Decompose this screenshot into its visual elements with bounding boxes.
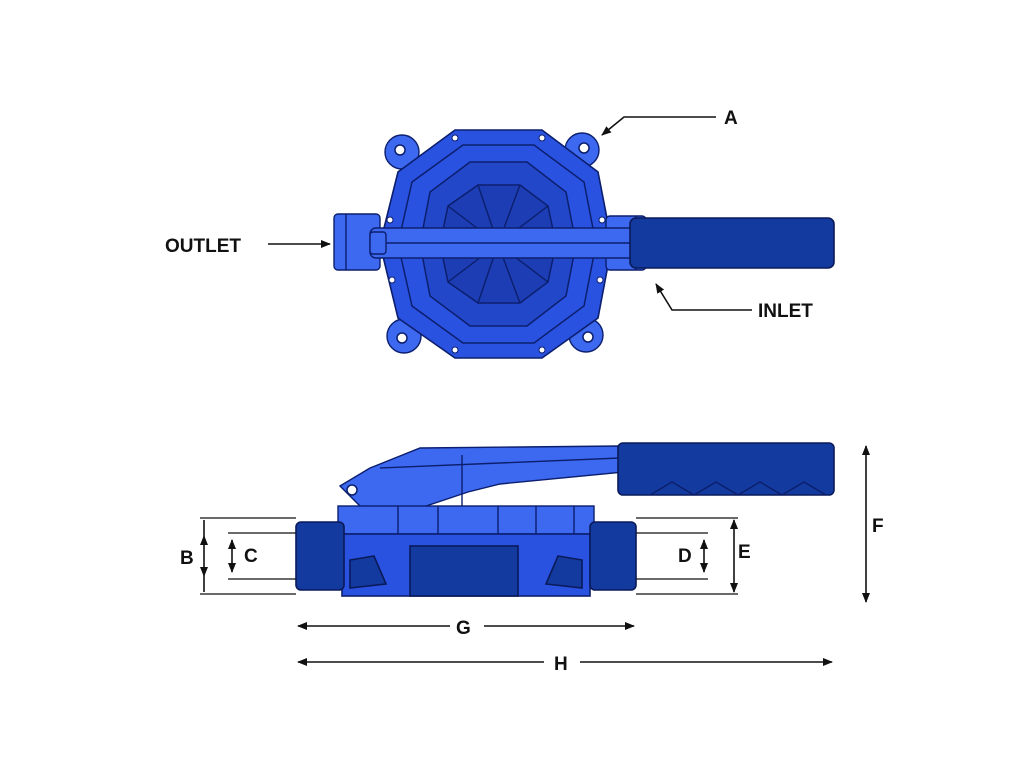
inlet-port-side <box>589 521 637 591</box>
label-c: C <box>244 546 258 567</box>
label-d: D <box>678 546 692 567</box>
arrow-a <box>601 116 716 136</box>
label-inlet: INLET <box>758 301 813 322</box>
top-view: OUTLET INLET A <box>165 108 835 359</box>
label-a: A <box>724 108 738 129</box>
label-outlet: OUTLET <box>165 236 241 257</box>
lever-arm-side <box>338 445 625 509</box>
mounting-lug-top-left <box>384 134 420 170</box>
label-g: G <box>456 618 471 639</box>
arrow-inlet <box>655 283 752 311</box>
rim-bolts <box>386 134 606 354</box>
lever-pivot <box>346 484 358 496</box>
side-view: B C D E F G H <box>180 442 884 675</box>
diaphragm-ring-outer <box>397 144 597 344</box>
label-f: F <box>872 516 884 537</box>
handle-grip-top <box>629 217 835 269</box>
outlet-port-side <box>295 521 345 591</box>
label-e: E <box>738 542 751 563</box>
label-h: H <box>554 654 568 675</box>
label-b: B <box>180 548 194 569</box>
pump-body-side-top <box>337 505 595 535</box>
pump-chamber-side <box>409 545 519 597</box>
